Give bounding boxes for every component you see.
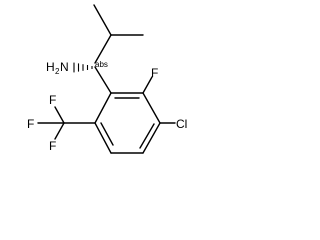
- cf3-f-top-label: F: [49, 93, 56, 107]
- bond-methyl-left: [93, 4, 112, 36]
- ring-bond-c3-c4: [142, 122, 161, 154]
- ring-double-bond-inner-2: [139, 123, 155, 149]
- fluorine-ring-label: F: [151, 66, 158, 80]
- ring-bond-c6-c1: [94, 92, 112, 124]
- bond-cf3-f-top: [54, 106, 65, 124]
- chlorine-label: Cl: [176, 117, 187, 131]
- hashed-wedge-bond: [73, 62, 93, 73]
- amine-subscript: 2: [55, 67, 60, 76]
- amine-n-label: N: [60, 60, 69, 74]
- ring-bond-c5-c6: [94, 122, 112, 154]
- stereo-label: abs: [95, 60, 108, 69]
- cf3-f-bottom-label: F: [49, 139, 56, 153]
- ring-bond-c2-c3: [142, 92, 161, 124]
- amine-label: H 2 N: [46, 60, 69, 76]
- cf3-f-left-label: F: [27, 117, 34, 131]
- bond-isopropyl-stereocenter: [94, 34, 112, 64]
- bond-ring-fluorine: [142, 76, 153, 94]
- structure-diagram: H 2 N abs F Cl F F F: [27, 4, 187, 154]
- bond-stereocenter-ring: [94, 66, 112, 94]
- ring-double-bond-inner-3: [100, 122, 114, 146]
- amine-h-label: H: [46, 60, 55, 74]
- bond-cf3-f-bottom: [54, 122, 65, 140]
